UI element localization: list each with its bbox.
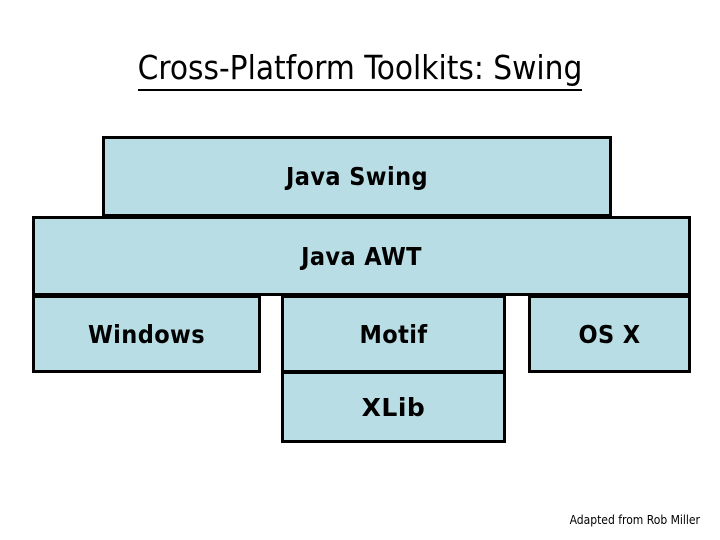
page-title-text: Cross-Platform Toolkits: Swing	[137, 48, 583, 92]
diagram-box-label: Windows	[87, 319, 206, 349]
diagram-box-motif: Motif	[281, 295, 506, 373]
diagram-box-label: Java Swing	[286, 162, 428, 191]
diagram-box-java-swing: Java Swing	[102, 136, 612, 217]
diagram-box-label: Java AWT	[301, 241, 422, 271]
diagram-box-windows: Windows	[32, 295, 261, 373]
attribution-text: Adapted from Rob Miller	[569, 513, 700, 527]
diagram-box-label: Motif	[359, 319, 428, 349]
diagram-box-label: OS X	[578, 319, 641, 349]
diagram-box-xlib: XLib	[281, 371, 506, 443]
page-title: Cross-Platform Toolkits: Swing	[0, 48, 720, 92]
diagram-box-os-x: OS X	[528, 295, 691, 373]
diagram-box-java-awt: Java AWT	[32, 216, 691, 296]
diagram-box-label: XLib	[361, 392, 426, 422]
